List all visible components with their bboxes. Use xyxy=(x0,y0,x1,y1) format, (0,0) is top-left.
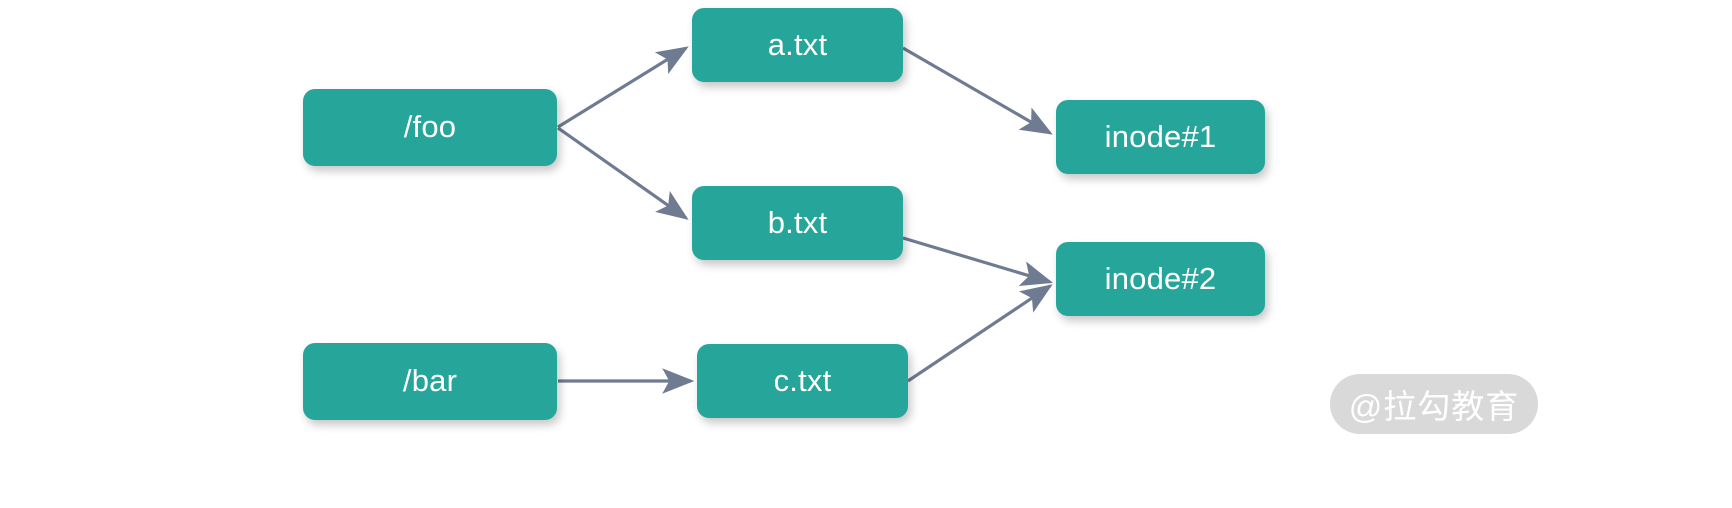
node-c-txt[interactable]: c.txt xyxy=(697,344,908,418)
edge-foo-to-b-txt xyxy=(557,126,689,220)
watermark-badge: @拉勾教育 xyxy=(1330,374,1538,434)
node-foo[interactable]: /foo xyxy=(303,89,557,166)
edge-c-txt-to-inode2 xyxy=(907,284,1053,383)
edge-b-txt-to-inode2 xyxy=(902,236,1054,287)
edge-foo-to-a-txt xyxy=(557,46,689,129)
node-foo-label: /foo xyxy=(403,109,457,144)
node-inode2-label: inode#2 xyxy=(1104,260,1217,296)
node-inode1[interactable]: inode#1 xyxy=(1056,100,1265,174)
node-b-txt-label: b.txt xyxy=(767,204,828,240)
node-a-txt-label: a.txt xyxy=(767,26,828,62)
node-inode1-label: inode#1 xyxy=(1104,118,1217,154)
node-bar-label: /bar xyxy=(402,363,458,398)
node-b-txt[interactable]: b.txt xyxy=(692,186,903,260)
edge-a-txt-to-inode1 xyxy=(902,46,1053,135)
node-inode2[interactable]: inode#2 xyxy=(1056,242,1265,316)
watermark-text: @拉勾教育 xyxy=(1348,388,1520,425)
node-bar[interactable]: /bar xyxy=(303,343,557,420)
node-c-txt-label: c.txt xyxy=(773,362,832,398)
node-a-txt[interactable]: a.txt xyxy=(692,8,903,82)
